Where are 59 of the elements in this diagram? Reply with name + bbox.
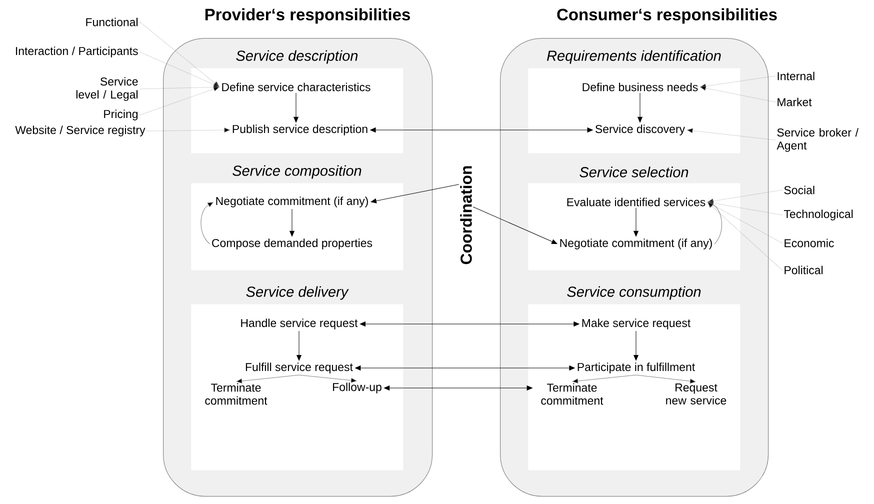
node-label: Provider‘s responsibilities xyxy=(205,8,410,24)
factor-label: Political xyxy=(784,266,823,274)
factor-label: Internal xyxy=(778,72,814,80)
arrow xyxy=(370,184,460,204)
factor-label: Service level / Legal xyxy=(76,77,138,101)
factor-label: Pricing xyxy=(104,110,138,120)
arrow xyxy=(634,330,638,361)
arrow xyxy=(236,374,300,384)
arrow xyxy=(294,92,298,123)
factor-label: Functional xyxy=(86,18,138,26)
dotted-arrow xyxy=(140,86,220,116)
factor-label: Economic xyxy=(784,238,834,248)
factor-label: Technological xyxy=(784,210,853,220)
step-text: Compose demanded properties xyxy=(212,238,372,250)
factor-label: Social xyxy=(784,186,814,194)
node-label: Service composition xyxy=(232,165,362,179)
factor-label: Interaction / Participants xyxy=(16,46,138,58)
coordination-label: Coordination xyxy=(460,166,472,264)
arrow xyxy=(290,208,294,237)
arrow xyxy=(360,322,580,326)
arrow xyxy=(298,374,357,383)
step-text: Handle service request xyxy=(241,318,358,330)
dotted-arrow xyxy=(687,128,776,140)
factor-label: Website / Service registry xyxy=(15,126,146,136)
step-text: Participate in fulfillment xyxy=(578,362,696,374)
step-text: Terminate commitment xyxy=(205,383,268,405)
factor-label: Market xyxy=(778,98,812,106)
step-text: Define service characteristics xyxy=(222,82,370,92)
arrow xyxy=(572,374,636,384)
arrow xyxy=(634,208,638,237)
arrow xyxy=(472,206,558,244)
step-text: Evaluate identified services xyxy=(567,198,706,206)
arrow xyxy=(355,366,575,370)
dotted-arrow xyxy=(700,86,776,102)
arrow xyxy=(296,330,302,361)
step-text: Negotiate commitment (if any) xyxy=(216,196,368,208)
arrow xyxy=(636,374,696,384)
node-label: Consumer‘s responsibilities xyxy=(557,8,777,24)
node-label: Service selection xyxy=(580,166,688,178)
step-text: Request new service xyxy=(666,384,726,404)
node-label: Service delivery xyxy=(246,286,349,300)
step-text: Terminate commitment xyxy=(541,383,604,405)
node-label: Requirements identification xyxy=(547,50,721,64)
step-text: Publish service description xyxy=(232,124,368,136)
step-text: Negotiate commitment (if any) xyxy=(560,238,712,250)
step-text: Define business needs xyxy=(582,82,698,92)
step-text: Fulfill service request xyxy=(246,362,353,374)
curved-arrow xyxy=(200,202,214,244)
arrow xyxy=(638,92,642,123)
factor-label: Service broker / Agent xyxy=(776,128,858,152)
dotted-arrow xyxy=(708,202,782,270)
step-text: Make service request xyxy=(582,318,691,330)
arrow xyxy=(370,128,593,132)
step-text: Service discovery xyxy=(595,124,686,136)
dotted-arrow xyxy=(146,128,230,132)
step-text: Follow-up xyxy=(333,382,382,394)
arrow xyxy=(384,386,532,390)
node-label: Service consumption xyxy=(567,286,701,300)
node-label: Service description xyxy=(236,50,358,64)
